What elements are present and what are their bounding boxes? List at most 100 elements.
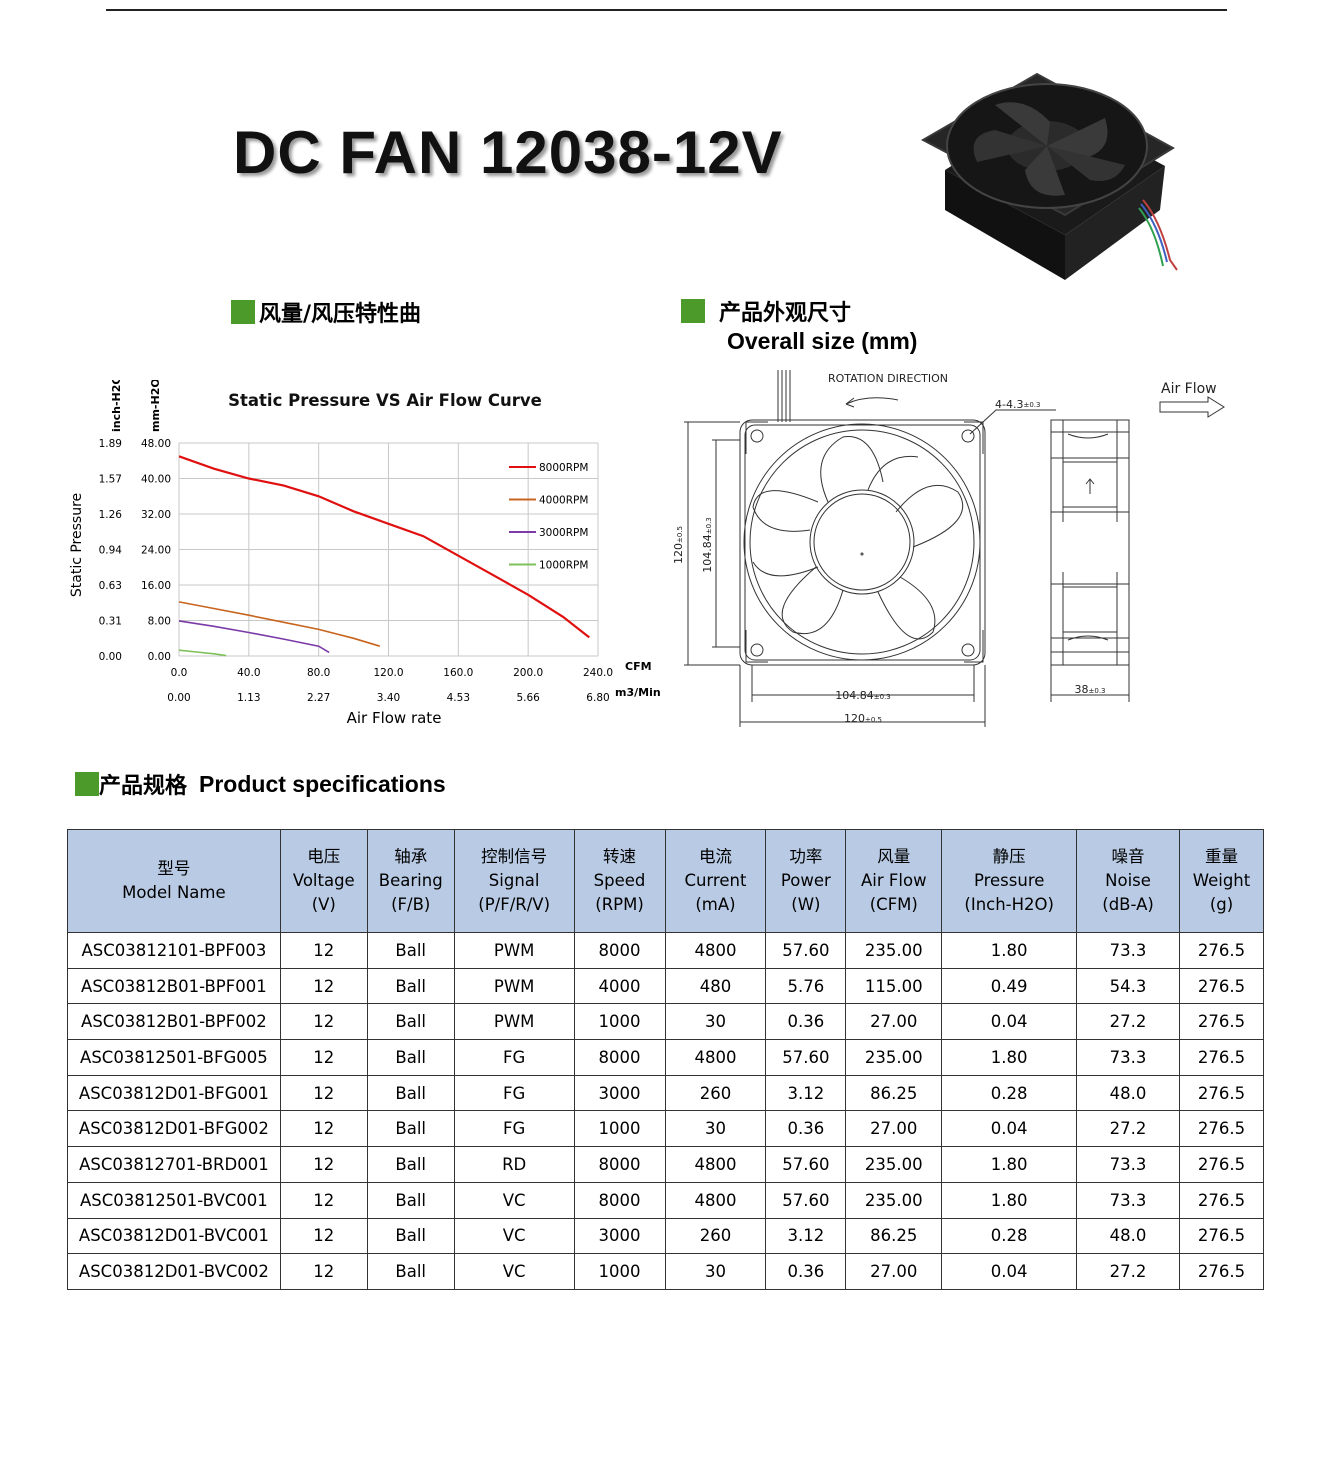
header-unit: (V) (311, 895, 336, 914)
x-tick-cfm: 200.0 (513, 667, 543, 679)
table-cell: 86.25 (845, 1217, 943, 1255)
y-tick-inch: 1.57 (99, 474, 122, 486)
table-cell: 1000 (573, 1110, 666, 1148)
table-cell: 57.60 (765, 932, 847, 969)
table-cell: 30 (664, 1253, 767, 1290)
table-cell: 12 (279, 1181, 368, 1219)
table-cell: ASC03812D01-BVC002 (67, 1253, 281, 1290)
header-unit: (g) (1209, 895, 1234, 914)
x-tick-m3: 3.40 (377, 692, 400, 704)
header-cn: 功率 (789, 847, 823, 866)
green-square-icon (231, 300, 255, 324)
table-cell: 235.00 (845, 932, 943, 969)
table-cell: 0.28 (941, 1217, 1078, 1255)
spec-heading: 产品规格 Product specifications (75, 768, 446, 800)
table-cell: Ball (366, 1039, 455, 1076)
header-cn: 重量 (1204, 847, 1238, 866)
table-cell: 73.3 (1076, 932, 1180, 969)
chart-title: Static Pressure VS Air Flow Curve (228, 391, 542, 410)
table-cell: FG (453, 1110, 575, 1148)
table-cell: Ball (366, 967, 455, 1005)
chart-series (178, 455, 590, 657)
y-tick-inch: 0.94 (99, 545, 123, 557)
table-cell: VC (453, 1253, 575, 1290)
table-cell: 12 (279, 1039, 368, 1076)
table-cell: 0.36 (765, 1003, 847, 1041)
table-cell: 4800 (664, 1181, 767, 1219)
table-cell: ASC03812D01-BFG002 (67, 1110, 281, 1148)
table-cell: 27.2 (1076, 1253, 1180, 1290)
legend-label: 3000RPM (539, 527, 588, 539)
table-cell: VC (453, 1217, 575, 1255)
table-cell: 0.04 (941, 1110, 1078, 1148)
table-cell: 57.60 (765, 1039, 847, 1076)
table-cell: Ball (366, 1110, 455, 1148)
header-en: Pressure (973, 871, 1045, 890)
column-header: 转速 Speed (RPM) (573, 829, 666, 933)
table-cell: Ball (366, 1181, 455, 1219)
table-cell: 276.5 (1178, 1074, 1265, 1112)
table-cell: 57.60 (765, 1181, 847, 1219)
table-cell: 0.36 (765, 1110, 847, 1148)
size-heading-en: Overall size (mm) (727, 328, 918, 354)
header-unit: (P/F/R/V) (478, 895, 551, 914)
header-en: Signal (488, 871, 540, 890)
table-cell: 73.3 (1076, 1181, 1180, 1219)
table-cell: 48.0 (1076, 1217, 1180, 1255)
header-en: Voltage (292, 871, 355, 890)
table-cell: Ball (366, 1003, 455, 1041)
table-cell: 12 (279, 967, 368, 1005)
table-cell: 30 (664, 1003, 767, 1041)
table-cell: ASC03812B01-BPF001 (67, 967, 281, 1005)
header-cn: 风量 (877, 847, 911, 866)
y-tick-inch: 1.26 (99, 509, 123, 521)
table-cell: 12 (279, 1217, 368, 1255)
table-cell: 27.00 (845, 1003, 943, 1041)
table-cell: 260 (664, 1074, 767, 1112)
table-cell: 276.5 (1178, 1181, 1265, 1219)
header-en: Speed (593, 871, 646, 890)
header-cn: 电压 (307, 847, 341, 866)
table-cell: ASC03812D01-BVC001 (67, 1217, 281, 1255)
table-cell: 276.5 (1178, 1253, 1265, 1290)
x-tick-m3: 4.53 (447, 692, 470, 704)
table-cell: ASC03812701-BRD001 (67, 1146, 281, 1183)
table-cell: PWM (453, 1003, 575, 1041)
header-en: Power (780, 871, 831, 890)
y-tick-mm: 8.00 (148, 616, 171, 628)
table-cell: Ball (366, 1146, 455, 1183)
table-cell: 276.5 (1178, 1217, 1265, 1255)
table-cell: 27.2 (1076, 1003, 1180, 1041)
header-cn: 控制信号 (481, 847, 548, 866)
table-cell: 4000 (573, 967, 666, 1005)
table-cell: 276.5 (1178, 1003, 1265, 1041)
header-en: Weight (1192, 871, 1251, 890)
table-cell: ASC03812501-BFG005 (67, 1039, 281, 1076)
table-cell: 1000 (573, 1003, 666, 1041)
rotation-label: ROTATION DIRECTION (828, 372, 948, 385)
table-cell: 260 (664, 1217, 767, 1255)
header-unit: (RPM) (595, 895, 644, 914)
y-tick-inch: 0.63 (99, 580, 122, 592)
y-tick-mm: 16.00 (141, 580, 171, 592)
table-cell: 8000 (573, 1181, 666, 1219)
header-unit: (F/B) (391, 895, 431, 914)
fan-photo (920, 72, 1178, 280)
size-heading: 产品外观尺寸 (681, 295, 851, 327)
header-unit: (CFM) (869, 895, 918, 914)
header-en: Noise (1105, 871, 1151, 890)
table-cell: 27.00 (845, 1110, 943, 1148)
y-tick-mm: 48.00 (141, 438, 171, 450)
table-cell: 48.0 (1076, 1074, 1180, 1112)
header-cn: 转速 (603, 847, 637, 866)
